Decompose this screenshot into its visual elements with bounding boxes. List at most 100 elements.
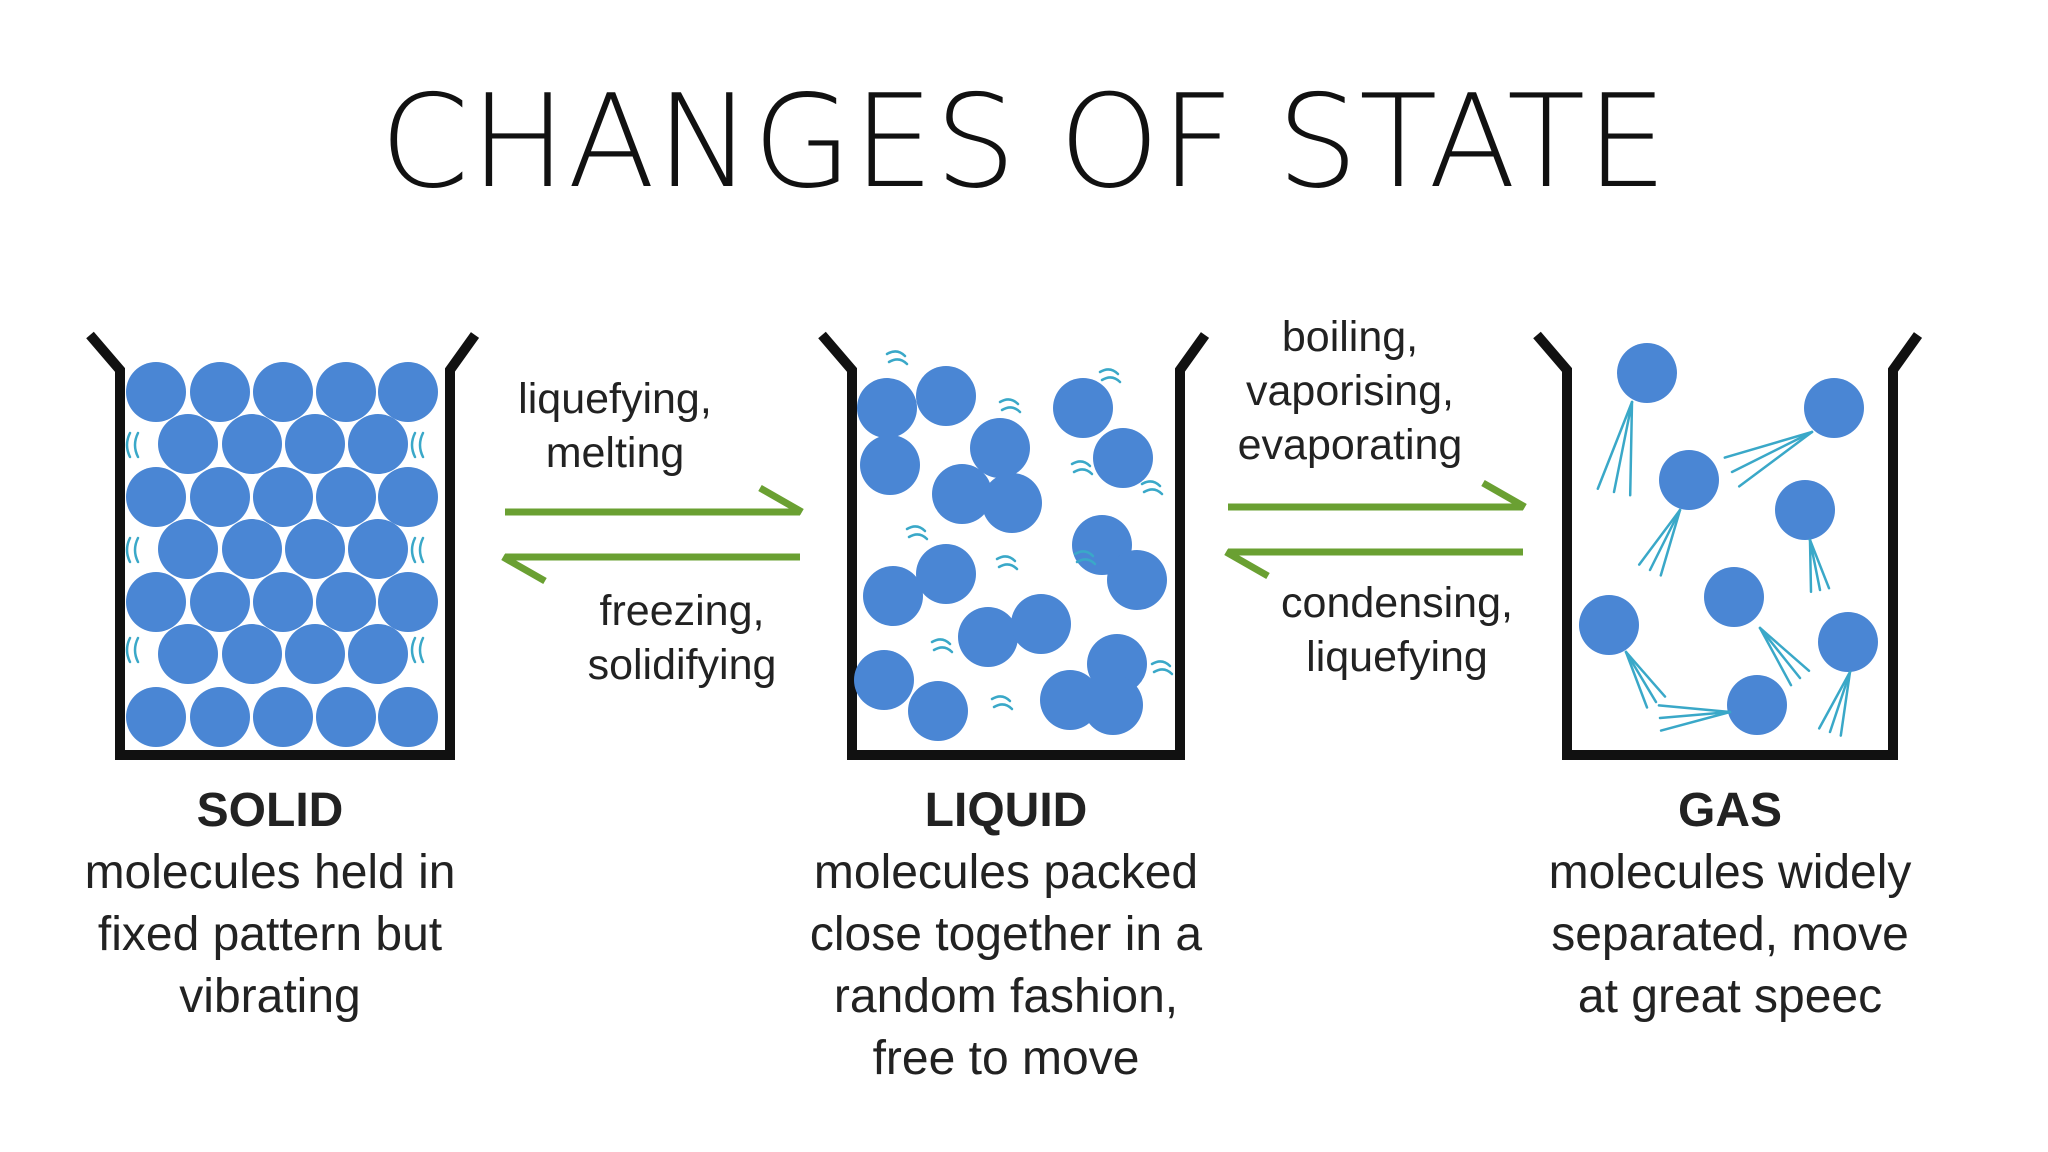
state-desc-gas: molecules widely separated, move at grea…	[1470, 842, 1990, 1028]
molecule	[1818, 612, 1878, 672]
arrow-condensing	[1224, 548, 1523, 580]
molecule	[348, 414, 408, 474]
molecule	[348, 519, 408, 579]
molecule	[863, 566, 923, 626]
molecule	[253, 572, 313, 632]
motion-trail	[1808, 538, 1813, 594]
motion-trail	[1758, 626, 1793, 687]
motion-line	[907, 533, 929, 541]
molecule	[316, 687, 376, 747]
molecule	[285, 624, 345, 684]
motion-line	[418, 536, 425, 564]
motion-line	[410, 431, 417, 459]
motion-line	[1150, 660, 1172, 668]
molecule	[378, 362, 438, 422]
arrow-boiling	[1228, 479, 1527, 511]
motion-trail	[1659, 710, 1732, 732]
molecule	[316, 467, 376, 527]
molecule	[158, 624, 218, 684]
motion-line	[905, 525, 927, 533]
motion-trail	[1808, 538, 1831, 590]
motion-line	[418, 636, 425, 664]
solid-molecules	[125, 362, 438, 747]
page-title: CHANGES OF STATE	[379, 68, 1669, 217]
process-label-condensing: condensing, liquefying	[1237, 576, 1557, 684]
motion-line	[997, 563, 1019, 571]
motion-trail	[1624, 650, 1649, 709]
molecule	[158, 414, 218, 474]
solid-container	[86, 331, 480, 760]
desc-line: molecules widely	[1548, 846, 1912, 899]
desc-line: random fashion,	[833, 970, 1179, 1023]
molecule	[253, 687, 313, 747]
motion-trail	[1628, 400, 1634, 497]
motion-trail	[1758, 626, 1802, 680]
desc-line: molecules held in	[84, 846, 456, 899]
motion-line	[1098, 368, 1120, 376]
desc-line: molecules packed	[813, 846, 1199, 899]
motion-line	[1073, 550, 1095, 558]
motion-trail	[1637, 508, 1682, 566]
desc-line: at great speec	[1577, 970, 1883, 1023]
process-line: liquefying,	[518, 375, 712, 423]
molecule	[253, 467, 313, 527]
molecule	[126, 687, 186, 747]
molecule	[316, 362, 376, 422]
motion-trail	[1596, 400, 1634, 491]
liquid-container	[818, 331, 1210, 760]
motion-line	[1072, 468, 1094, 476]
motion-line	[410, 536, 417, 564]
molecule	[348, 624, 408, 684]
molecule	[222, 519, 282, 579]
molecule	[1704, 567, 1764, 627]
molecule	[1727, 675, 1787, 735]
desc-line: free to move	[872, 1032, 1140, 1085]
molecule	[158, 519, 218, 579]
motion-line	[1100, 376, 1122, 384]
molecule	[1093, 428, 1153, 488]
motion-line	[133, 431, 140, 459]
desc-line: fixed pattern but	[97, 908, 443, 961]
process-line: condensing,	[1281, 579, 1513, 627]
motion-trail	[1828, 670, 1852, 734]
molecule	[1083, 675, 1143, 735]
molecule	[222, 414, 282, 474]
motion-trail	[1657, 704, 1732, 714]
molecule	[378, 572, 438, 632]
motion-line	[995, 555, 1017, 563]
desc-line: vibrating	[179, 970, 361, 1023]
motion-trail	[1737, 430, 1814, 488]
liquid-molecules	[854, 350, 1174, 741]
molecule	[1053, 378, 1113, 438]
process-line: liquefying	[1306, 633, 1488, 681]
motion-line	[992, 703, 1014, 711]
motion-trail	[1658, 710, 1732, 720]
motion-line	[885, 350, 907, 358]
molecule	[908, 681, 968, 741]
molecule	[190, 572, 250, 632]
molecule	[854, 650, 914, 710]
molecule	[285, 519, 345, 579]
process-label-boiling: boiling, vaporising, evaporating	[1190, 310, 1510, 472]
molecule	[1617, 343, 1677, 403]
process-label-freezing: freezing, solidifying	[522, 584, 842, 692]
gas-container	[1533, 331, 1923, 760]
gas-molecules	[1579, 343, 1878, 737]
state-label-gas: GAS	[1677, 784, 1782, 837]
motion-trail	[1839, 670, 1852, 737]
motion-line	[418, 431, 425, 459]
molecule	[316, 572, 376, 632]
molecule	[1775, 480, 1835, 540]
molecule	[1107, 550, 1167, 610]
molecule	[1804, 378, 1864, 438]
motion-line	[125, 536, 132, 564]
state-desc-liquid: molecules packed close together in a ran…	[746, 842, 1266, 1090]
molecule	[970, 418, 1030, 478]
molecule	[126, 362, 186, 422]
state-label-solid: SOLID	[196, 784, 344, 837]
motion-line	[932, 646, 954, 654]
molecule	[222, 624, 282, 684]
molecule	[190, 687, 250, 747]
